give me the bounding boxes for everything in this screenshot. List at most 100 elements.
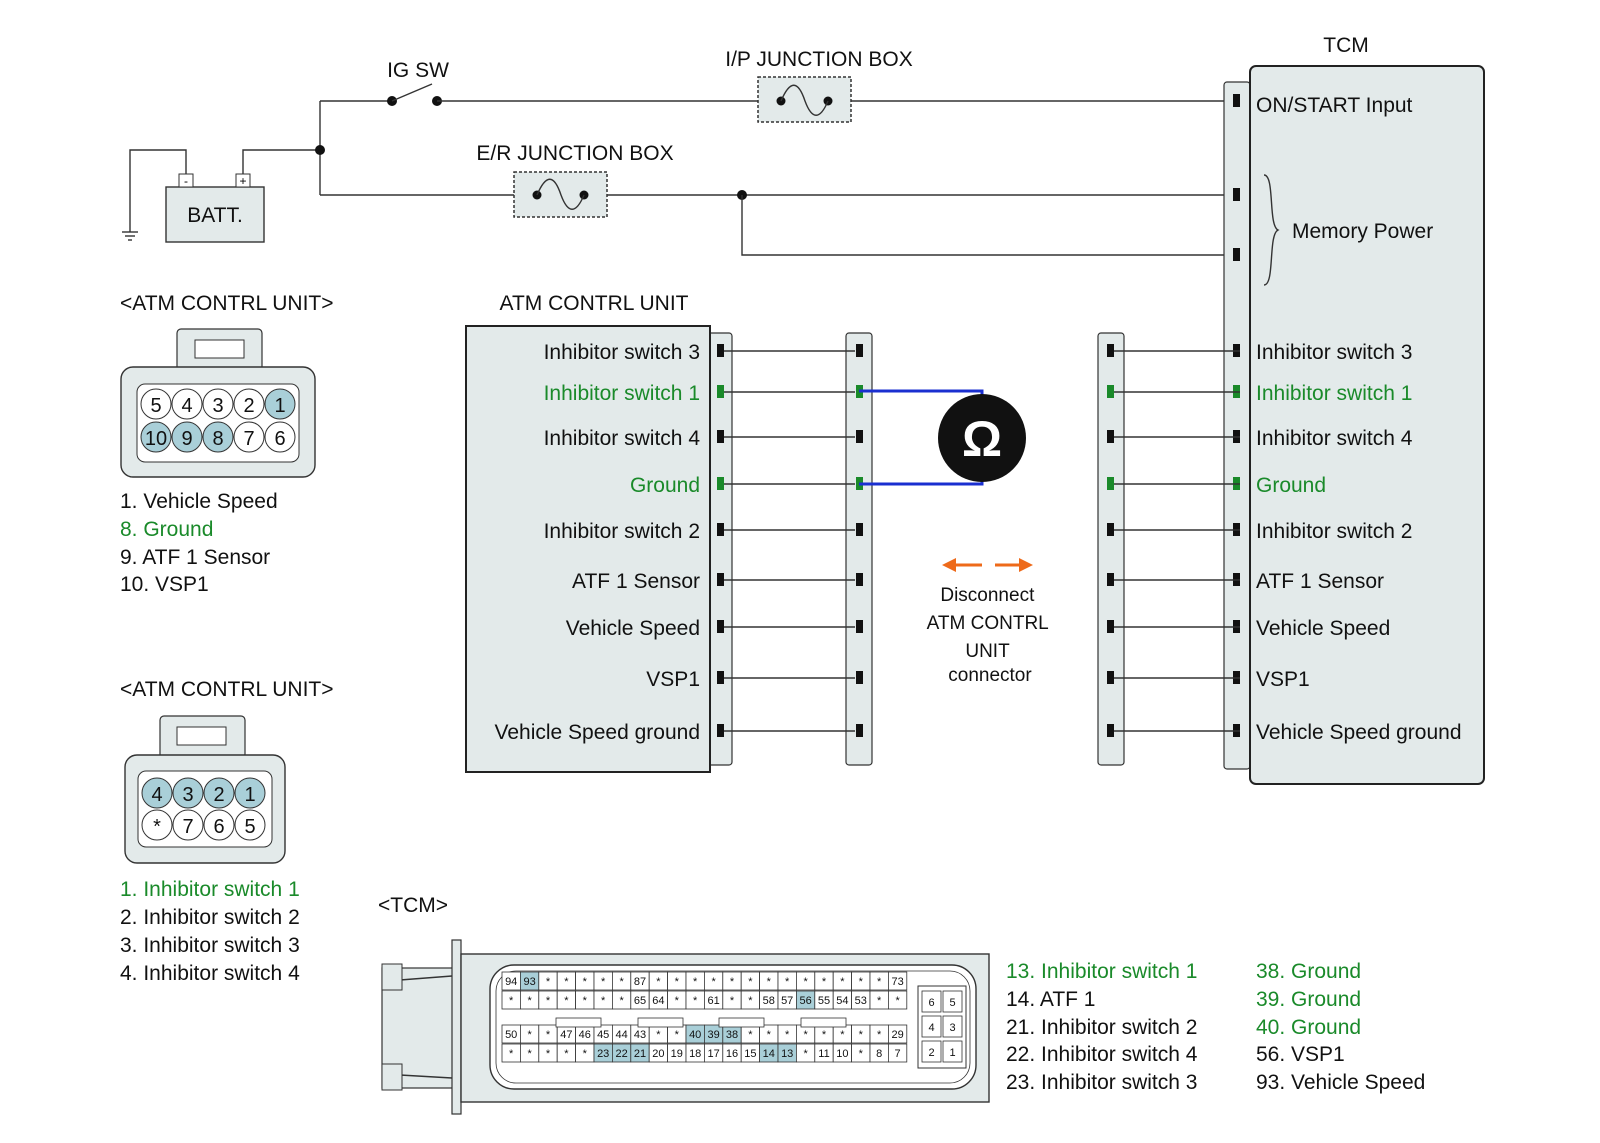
connector-pin-number: 5 bbox=[150, 395, 161, 417]
tcm-pin-number: * bbox=[859, 976, 864, 988]
connector-pin bbox=[233, 388, 265, 420]
tcm-pin-number: 13 bbox=[781, 1048, 793, 1060]
ohm-symbol: Ω bbox=[962, 411, 1002, 467]
tcm-side-pin-number: 3 bbox=[949, 1022, 955, 1034]
connector-pin bbox=[172, 809, 204, 841]
tcm-pin-number: * bbox=[785, 1029, 790, 1041]
tcm-pin-number: 15 bbox=[744, 1048, 756, 1060]
tcm-pin-number: * bbox=[509, 995, 514, 1007]
tcm-pin-number: * bbox=[656, 1029, 661, 1041]
tcm-pin-number: * bbox=[527, 995, 532, 1007]
tcm-pin-number: 20 bbox=[652, 1048, 664, 1060]
atm-unit-title: ATM CONTRL UNIT bbox=[500, 292, 689, 315]
tcm-pin-number: * bbox=[859, 1029, 864, 1041]
connector2-legend-item: 3. Inhibitor switch 3 bbox=[120, 934, 300, 957]
connector-pin bbox=[234, 777, 266, 809]
tcm-pin-number: 29 bbox=[891, 1029, 903, 1041]
connector1-legend-item: 9. ATF 1 Sensor bbox=[120, 546, 270, 569]
connector-pin bbox=[171, 388, 203, 420]
tcm-side-pin-number: 5 bbox=[949, 997, 955, 1009]
connector-pin bbox=[203, 777, 235, 809]
tcm-side-pin-cell bbox=[942, 990, 963, 1013]
tcm-pin-number: 16 bbox=[726, 1048, 738, 1060]
tcm-pin-number: * bbox=[527, 1048, 532, 1060]
tcm-pin-number: 18 bbox=[689, 1048, 701, 1060]
tcm-pin-number: * bbox=[564, 1048, 569, 1060]
battery bbox=[165, 186, 265, 243]
tcm-pin-number: * bbox=[877, 995, 882, 1007]
tcm-pin-number: * bbox=[583, 1048, 588, 1060]
disconnect-arrows-icon bbox=[942, 558, 1033, 572]
connector-pin-number: 7 bbox=[243, 428, 254, 450]
tcm-side-pin-number: 4 bbox=[928, 1022, 934, 1034]
tcm-pin-number: * bbox=[619, 976, 624, 988]
ohm-meter: Ω Disconnect ATM CONTRL UNIT connector bbox=[859, 389, 1049, 686]
tcm-pin-number: 55 bbox=[818, 995, 830, 1007]
tcm-pin-label: Vehicle Speed ground bbox=[1256, 721, 1462, 744]
tcm-pin-number: 14 bbox=[763, 1048, 775, 1060]
tcm-pin-number: 54 bbox=[836, 995, 848, 1007]
disconnect-note-line-1: Disconnect bbox=[940, 585, 1035, 606]
connector-pin bbox=[264, 421, 296, 453]
tcm-pin-number: * bbox=[748, 1029, 753, 1041]
tcm-pin-number: * bbox=[840, 1029, 845, 1041]
tcm-pin-number: * bbox=[546, 976, 551, 988]
tcm-pin-number: * bbox=[785, 976, 790, 988]
tcm-pin-label: Inhibitor switch 1 bbox=[1256, 382, 1412, 405]
tcm-legend-right-item: 40. Ground bbox=[1256, 1016, 1361, 1039]
connector-pin-number: 5 bbox=[244, 816, 255, 838]
tcm-pin-number: * bbox=[693, 976, 698, 988]
connector-pin-number: * bbox=[153, 816, 161, 838]
tcm-pin-number: 43 bbox=[634, 1029, 646, 1041]
tcm-side-pin-number: 2 bbox=[928, 1047, 934, 1059]
battery-minus-label: - bbox=[184, 174, 188, 188]
disconnect-note-line-2: ATM CONTRL bbox=[927, 613, 1049, 634]
tcm-pin-number: * bbox=[803, 976, 808, 988]
tcm-pin-number: 57 bbox=[781, 995, 793, 1007]
tcm-legend-left-item: 22. Inhibitor switch 4 bbox=[1006, 1043, 1198, 1066]
connector-pin-number: 9 bbox=[181, 428, 192, 450]
connector1-legend-item: 8. Ground bbox=[120, 518, 213, 541]
tcm-pin-label: ATF 1 Sensor bbox=[1256, 570, 1384, 593]
connector2-legend-item: 1. Inhibitor switch 1 bbox=[120, 878, 300, 901]
tcm-pin-number: 94 bbox=[505, 976, 517, 988]
atm-pin-label: Inhibitor switch 3 bbox=[544, 341, 700, 364]
er-junction-label: E/R JUNCTION BOX bbox=[476, 142, 673, 165]
tcm-pin-cell bbox=[888, 971, 908, 991]
tcm-pin-number: 8 bbox=[876, 1048, 882, 1060]
battery-label: BATT. bbox=[187, 204, 243, 227]
connector-pin bbox=[172, 777, 204, 809]
connector1-legend-item: 10. VSP1 bbox=[120, 573, 209, 596]
disconnect-note-line-3: UNIT bbox=[965, 641, 1010, 662]
connector2-legend-item: 4. Inhibitor switch 4 bbox=[120, 962, 300, 985]
tcm-pin-number: * bbox=[803, 1048, 808, 1060]
connector-pin-number: 7 bbox=[182, 816, 193, 838]
tcm-pin-number: * bbox=[859, 1048, 864, 1060]
tcm-pin-number: * bbox=[619, 995, 624, 1007]
tcm-pin-number: 7 bbox=[895, 1048, 901, 1060]
atm-control-unit: ATM CONTRL UNIT Inhibitor switch 3Inhibi… bbox=[465, 292, 1240, 773]
tcm-pin-number: * bbox=[546, 1048, 551, 1060]
tcm-pin-number: 10 bbox=[836, 1048, 848, 1060]
tcm-pin-number: * bbox=[675, 976, 680, 988]
tcm-pin-label: Ground bbox=[1256, 474, 1326, 497]
tcm-pin-label: Inhibitor switch 2 bbox=[1256, 520, 1412, 543]
atm-pin-label: Vehicle Speed bbox=[566, 617, 700, 640]
tcm-pin-number: 19 bbox=[671, 1048, 683, 1060]
tcm-pin-number: * bbox=[601, 995, 606, 1007]
tcm-pin-number: * bbox=[895, 995, 900, 1007]
tcm-pin-number: 23 bbox=[597, 1048, 609, 1060]
tcm-unit: TCM ON/START Input Memory Power Inhibito… bbox=[1223, 34, 1485, 785]
tcm-pin-label: Inhibitor switch 3 bbox=[1256, 341, 1412, 364]
tcm-pin-number: * bbox=[583, 976, 588, 988]
tcm-pin-number: * bbox=[877, 1029, 882, 1041]
tcm-legend-right-item: 56. VSP1 bbox=[1256, 1043, 1345, 1066]
connector-pin-number: 3 bbox=[182, 784, 193, 806]
tcm-pin-number: * bbox=[546, 995, 551, 1007]
connector-pin-number: 6 bbox=[274, 428, 285, 450]
tcm-pin-number: * bbox=[748, 995, 753, 1007]
tcm-pin-number: 17 bbox=[707, 1048, 719, 1060]
